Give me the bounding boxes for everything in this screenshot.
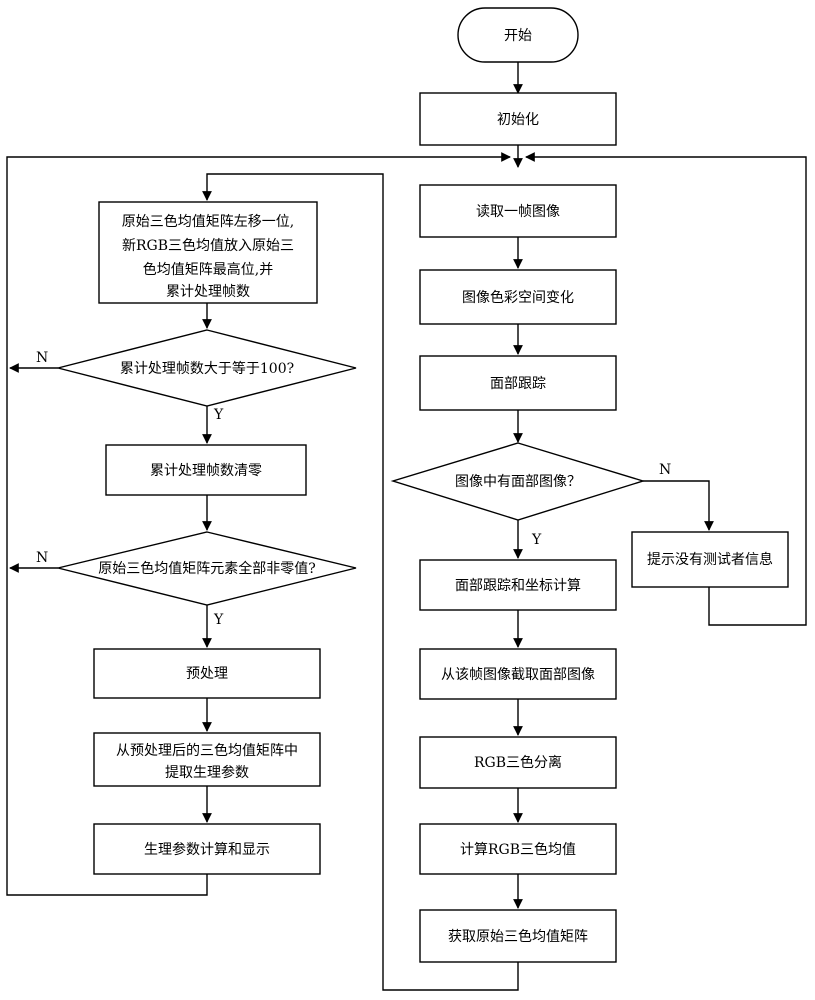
has-face-yes-label: Y	[531, 532, 542, 548]
arrow-matrix-to-shift	[202, 173, 519, 991]
arrow-noface-loop	[525, 152, 807, 626]
extract-line-1: 从预处理后的三色均值矩阵中	[116, 742, 298, 759]
init-box: 初始化	[419, 92, 617, 146]
face-coords-label: 面部跟踪和坐标计算	[455, 578, 581, 594]
init-label: 初始化	[497, 111, 539, 128]
frames-check-no-label: N	[36, 350, 48, 366]
start-label: 开始	[504, 28, 532, 44]
no-tester-label: 提示没有测试者信息	[647, 551, 773, 568]
shift-matrix-line-2: 新RGB三色均值放入原始三	[122, 237, 294, 254]
preprocess-label: 预处理	[186, 666, 228, 682]
rgb-split-label: RGB三色分离	[474, 754, 562, 771]
rgb-mean-box: 计算RGB三色均值	[419, 823, 617, 875]
rgb-mean-label: 计算RGB三色均值	[460, 841, 576, 858]
face-tracking-label: 面部跟踪	[490, 376, 546, 392]
has-face-decision: 图像中有面部图像？	[390, 442, 646, 521]
face-coords-box: 面部跟踪和坐标计算	[419, 559, 617, 611]
face-tracking-box: 面部跟踪	[419, 355, 617, 411]
rgb-split-box: RGB三色分离	[419, 736, 617, 789]
frames-check-yes-label: Y	[213, 407, 224, 423]
crop-face-label: 从该帧图像截取面部图像	[441, 667, 595, 683]
shift-matrix-box: 原始三色均值矩阵左移一位, 新RGB三色均值放入原始三 色均值矩阵最高位,并 累…	[98, 201, 318, 304]
start-node: 开始	[457, 7, 579, 63]
compute-show-label: 生理参数计算和显示	[144, 841, 270, 858]
get-matrix-label: 获取原始三色均值矩阵	[448, 928, 588, 945]
no-tester-box: 提示没有测试者信息	[631, 531, 789, 588]
has-face-no-label: N	[659, 462, 671, 478]
compute-show-box: 生理参数计算和显示	[93, 823, 321, 875]
extract-line-2: 提取生理参数	[165, 764, 249, 781]
has-face-label: 图像中有面部图像？	[455, 474, 581, 490]
clear-count-label: 累计处理帧数清零	[150, 463, 262, 479]
frames-check-decision: 累计处理帧数大于等于100?	[57, 329, 357, 407]
read-frame-label: 读取一帧图像	[476, 203, 560, 220]
get-matrix-box: 获取原始三色均值矩阵	[419, 909, 617, 963]
read-frame-box: 读取一帧图像	[419, 184, 617, 238]
color-space-box: 图像色彩空间变化	[419, 269, 617, 325]
clear-count-box: 累计处理帧数清零	[105, 444, 307, 496]
arrow-no-face	[643, 480, 714, 531]
shift-matrix-line-3: 色均值矩阵最高位,并	[143, 261, 273, 278]
nonzero-check-label: 原始三色均值矩阵元素全部非零值?	[98, 560, 316, 577]
frames-check-label: 累计处理帧数大于等于100?	[120, 360, 294, 377]
shift-matrix-line-1: 原始三色均值矩阵左移一位,	[122, 213, 294, 230]
extract-box: 从预处理后的三色均值矩阵中 提取生理参数	[93, 732, 321, 787]
arrow-compute-loop	[6, 152, 511, 896]
crop-face-box: 从该帧图像截取面部图像	[419, 648, 617, 700]
preprocess-box: 预处理	[93, 648, 321, 699]
nonzero-check-decision: 原始三色均值矩阵元素全部非零值?	[57, 531, 357, 606]
nonzero-check-yes-label: Y	[213, 612, 224, 628]
connectors	[6, 62, 807, 991]
color-space-label: 图像色彩空间变化	[462, 289, 574, 306]
shift-matrix-line-4: 累计处理帧数	[166, 284, 250, 300]
nonzero-check-no-label: N	[36, 550, 48, 566]
